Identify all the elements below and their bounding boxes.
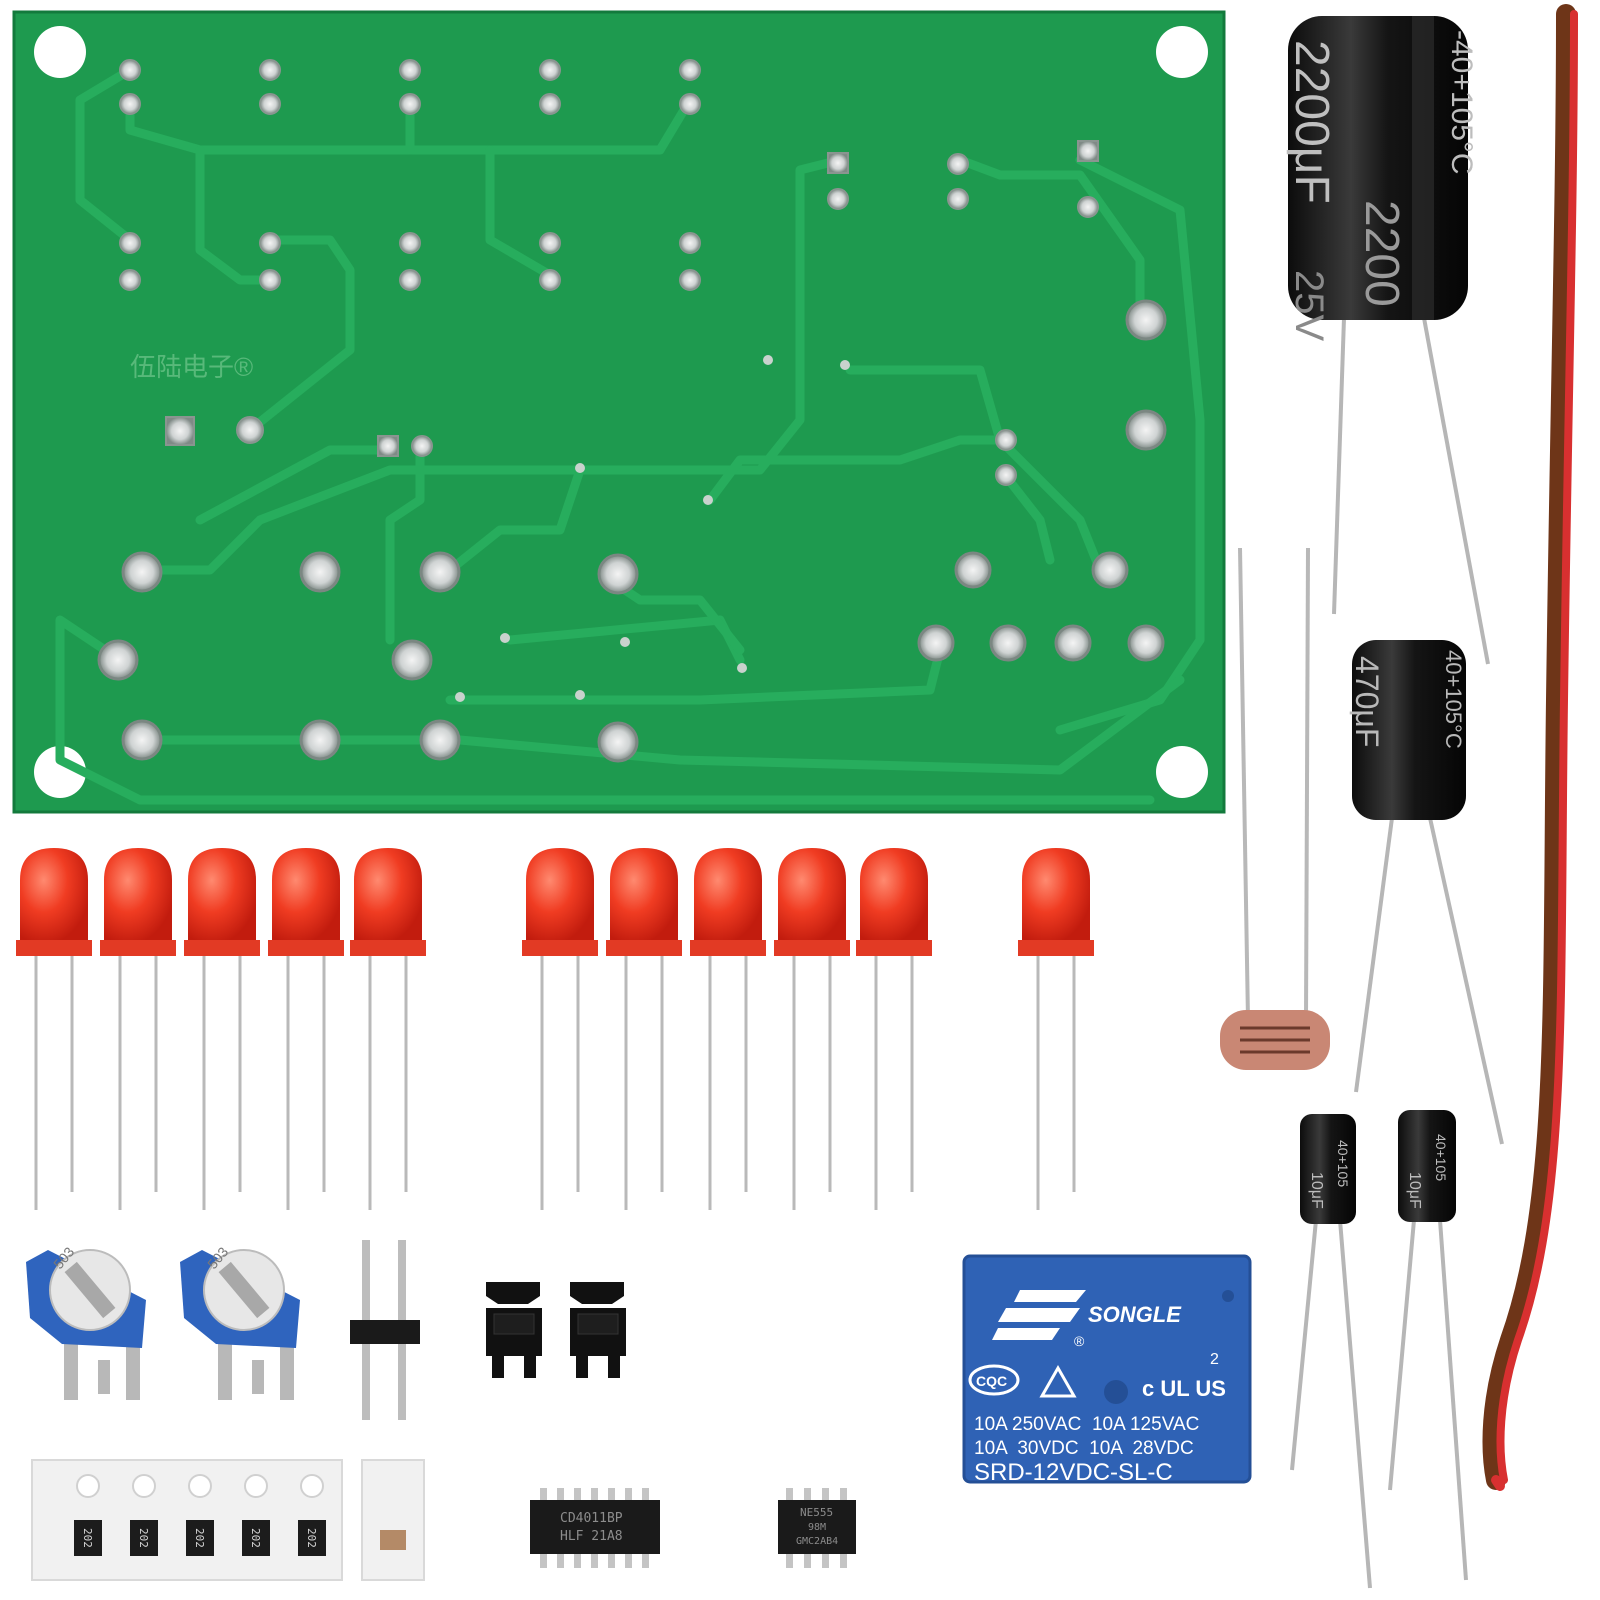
cap-medium-value: 470μF: [1349, 656, 1385, 747]
pin-header: [350, 1240, 420, 1420]
red-led: [100, 848, 176, 1210]
cap-medium-temp: 40+105°C: [1441, 650, 1466, 749]
ic-pin: [540, 1488, 547, 1502]
pcb-pads-small: [119, 59, 1099, 486]
ic-ne555: NE555 98M GMC2AB4: [778, 1488, 856, 1568]
ic-pin: [822, 1554, 829, 1568]
cap-small-left-value: 10μF: [1308, 1172, 1325, 1209]
pcb-pads-square: [165, 140, 1099, 457]
pcb-board: 伍陆电子®: [12, 10, 1226, 814]
pcb-silkscreen-text: 伍陆电子®: [130, 352, 253, 382]
red-led: [522, 848, 598, 1210]
relay-rating-1: 10A 250VAC 10A 125VAC: [974, 1414, 1199, 1435]
smd-resistor: 202: [298, 1520, 326, 1556]
cap-large-temp: -40+105°C: [1445, 30, 1478, 175]
smd-resistor: 202: [130, 1520, 158, 1556]
red-led: [268, 848, 344, 1210]
ic-pin: [840, 1488, 847, 1502]
hookup-wire: [1482, 4, 1578, 1491]
photoresistor: [1220, 547, 1330, 1070]
relay-model: SRD-12VDC-SL-C: [974, 1459, 1173, 1486]
ic-pin: [608, 1488, 615, 1502]
smd-component-right: [570, 1282, 626, 1378]
smd-resistor: 202: [242, 1520, 270, 1556]
pcb-traces: [55, 65, 1205, 805]
smd-capacitor-tape: [361, 1459, 425, 1581]
red-led: [856, 848, 932, 1210]
red-led: [16, 848, 92, 1210]
relay-rating-2: 10A 30VDC 10A 28VDC: [974, 1438, 1194, 1459]
red-led: [774, 848, 850, 1210]
ic-pin: [557, 1554, 564, 1568]
relay-cert-num: 2: [1210, 1351, 1219, 1368]
ic-pin: [822, 1488, 829, 1502]
ic-pin: [642, 1488, 649, 1502]
smd-resistor-code: 202: [137, 1528, 150, 1548]
ic14-line2: HLF 21A8: [560, 1529, 623, 1544]
relay-cert-cqc: CQC: [976, 1373, 1007, 1389]
ic-pin: [574, 1554, 581, 1568]
relay-cert-ul: c UL US: [1142, 1376, 1226, 1401]
cap-large-value-wrap: 2200: [1355, 200, 1408, 307]
ic-pin: [591, 1554, 598, 1568]
relay-warning-icon: [1039, 1364, 1077, 1398]
capacitor-10uf-right: 10μF 40+105: [1388, 1110, 1468, 1581]
ic-pin: [591, 1488, 598, 1502]
red-led: [350, 848, 426, 1210]
mount-hole: [34, 26, 86, 78]
ic14-line1: CD4011BP: [560, 1511, 623, 1526]
songle-logo-icon: [992, 1290, 1086, 1340]
capacitor-2200uf: 2200μF 2200 25V -40+105°C: [1285, 16, 1490, 665]
capacitor-470uf: 470μF 40+105°C: [1349, 640, 1504, 1145]
red-led: [184, 848, 260, 1210]
mount-hole: [34, 746, 86, 798]
smd-resistor-code: 202: [305, 1528, 318, 1548]
cap-small-right-temp: 40+105: [1433, 1134, 1449, 1181]
ic-pin: [804, 1488, 811, 1502]
smd-resistor: 202: [186, 1520, 214, 1556]
smd-resistor: 202: [74, 1520, 102, 1556]
trimpot-right: 503: [180, 1244, 300, 1400]
trimpot-left: 503: [26, 1244, 146, 1400]
ic-pin: [642, 1554, 649, 1568]
cap-large-value: 2200μF: [1285, 40, 1338, 204]
red-led: [1018, 848, 1094, 1210]
ic8-line1: NE555: [800, 1506, 833, 1519]
red-led: [690, 848, 766, 1210]
ic-pin: [625, 1554, 632, 1568]
ic-pin: [625, 1488, 632, 1502]
ic8-line3: GMC2AB4: [796, 1536, 838, 1547]
red-led: [606, 848, 682, 1210]
mount-hole: [1156, 26, 1208, 78]
mount-hole: [1156, 746, 1208, 798]
ic-pin: [574, 1488, 581, 1502]
pcb-vias: [455, 355, 850, 702]
capacitor-10uf-left: 10μF 40+105: [1290, 1114, 1372, 1589]
ic-pin: [786, 1488, 793, 1502]
ic-pin: [804, 1554, 811, 1568]
relay-registered-icon: ®: [1074, 1333, 1085, 1349]
ic-pin: [608, 1554, 615, 1568]
pcb-pads-large: [97, 299, 1167, 763]
led-row: [16, 848, 1094, 1210]
ic-pin: [557, 1488, 564, 1502]
relay-brand: SONGLE: [1088, 1302, 1182, 1327]
ic8-line2: 98M: [808, 1522, 826, 1533]
smd-resistor-code: 202: [81, 1528, 94, 1548]
relay-songle: SONGLE ® CQC c UL US 2 10A 250VAC 10A 12…: [962, 1254, 1252, 1486]
smd-resistor-code: 202: [249, 1528, 262, 1548]
ic-pin: [840, 1554, 847, 1568]
cap-small-right-value: 10μF: [1406, 1172, 1423, 1209]
smd-resistor-code: 202: [193, 1528, 206, 1548]
smd-resistor-tape: 202 202 202 202 202: [31, 1459, 343, 1581]
ic-cd4011bp: CD4011BP HLF 21A8: [530, 1488, 660, 1568]
cap-large-voltage: 25V: [1287, 270, 1331, 341]
cap-small-left-temp: 40+105: [1335, 1140, 1351, 1187]
ic-pin: [540, 1554, 547, 1568]
smd-component-left: [486, 1282, 542, 1378]
ic-pin: [786, 1554, 793, 1568]
